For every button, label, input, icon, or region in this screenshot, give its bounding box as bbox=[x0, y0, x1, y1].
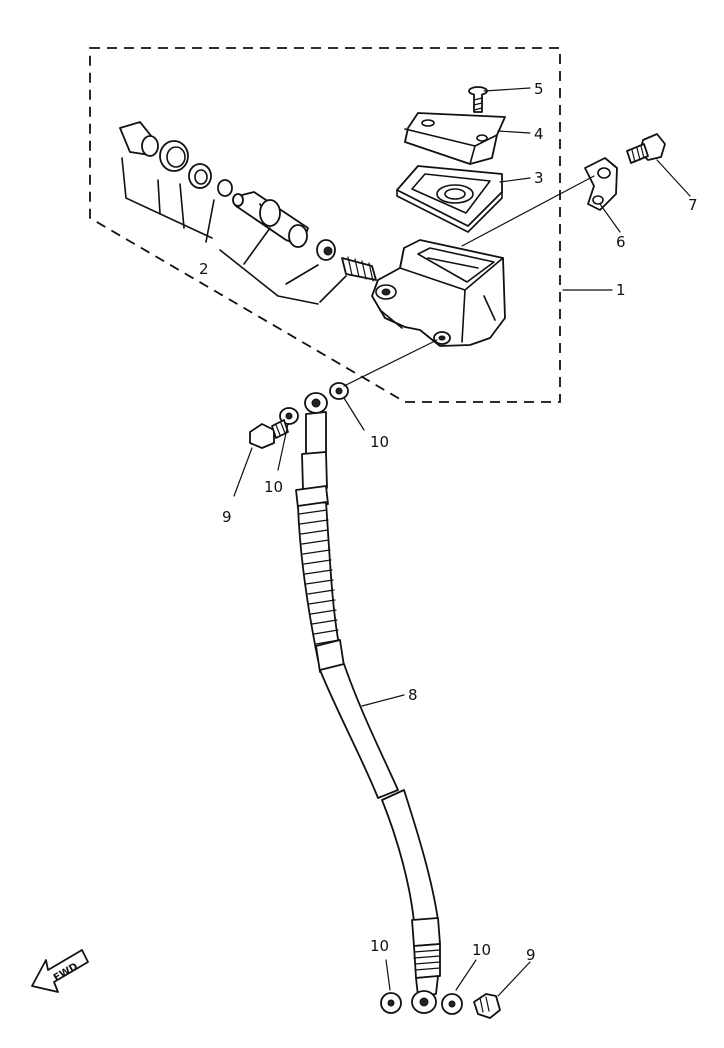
part-cap-4 bbox=[404, 112, 506, 165]
leader-6 bbox=[599, 203, 621, 233]
part-clamp-6 bbox=[584, 157, 618, 211]
part-washer-10-bottom-right bbox=[441, 993, 463, 1015]
callout-8: 8 bbox=[408, 686, 418, 704]
callout-10-top-left: 10 bbox=[264, 478, 283, 496]
part-brake-hose-8 bbox=[295, 392, 441, 1014]
leader-8 bbox=[361, 694, 405, 707]
leader-5 bbox=[483, 87, 531, 92]
callout-10-bottom-left: 10 bbox=[370, 937, 389, 955]
callout-9-bottom: 9 bbox=[526, 946, 536, 964]
leader-clamp-to-body bbox=[461, 175, 595, 247]
callout-9-top: 9 bbox=[222, 508, 232, 526]
callout-3: 3 bbox=[534, 169, 544, 187]
leader-3 bbox=[499, 177, 531, 183]
leader-9-bottom bbox=[497, 961, 531, 997]
callout-5: 5 bbox=[534, 80, 544, 98]
leader-banjo-to-body bbox=[343, 339, 438, 387]
assembly-outline bbox=[89, 47, 561, 403]
part-bolt-7 bbox=[626, 133, 666, 164]
callout-6: 6 bbox=[616, 233, 626, 251]
part-washer-10-bottom-left bbox=[380, 992, 402, 1014]
part-piston-kit-2 bbox=[119, 121, 377, 305]
callout-2: 2 bbox=[199, 260, 209, 278]
part-diaphragm-3 bbox=[396, 165, 503, 233]
leader-10-bottom-left bbox=[385, 959, 391, 991]
part-washer-10-top-right bbox=[329, 382, 349, 400]
part-union-bolt-9-top bbox=[249, 419, 289, 449]
part-master-cylinder-body-1 bbox=[371, 239, 506, 347]
callout-4: 4 bbox=[534, 125, 544, 143]
leader-9-top bbox=[233, 447, 253, 497]
leader-7 bbox=[656, 159, 691, 197]
leader-10-bottom-right bbox=[455, 959, 477, 991]
leader-10-top-left bbox=[277, 423, 289, 471]
leader-4 bbox=[497, 130, 531, 134]
part-union-bolt-9-bottom bbox=[473, 993, 501, 1019]
callout-10-bottom-right: 10 bbox=[472, 941, 491, 959]
leader-10-top-right bbox=[343, 397, 365, 431]
callout-1: 1 bbox=[616, 281, 626, 299]
callout-10-top-right: 10 bbox=[370, 433, 389, 451]
fwd-arrow-icon: FWD bbox=[31, 949, 89, 993]
callout-7: 7 bbox=[688, 196, 698, 214]
